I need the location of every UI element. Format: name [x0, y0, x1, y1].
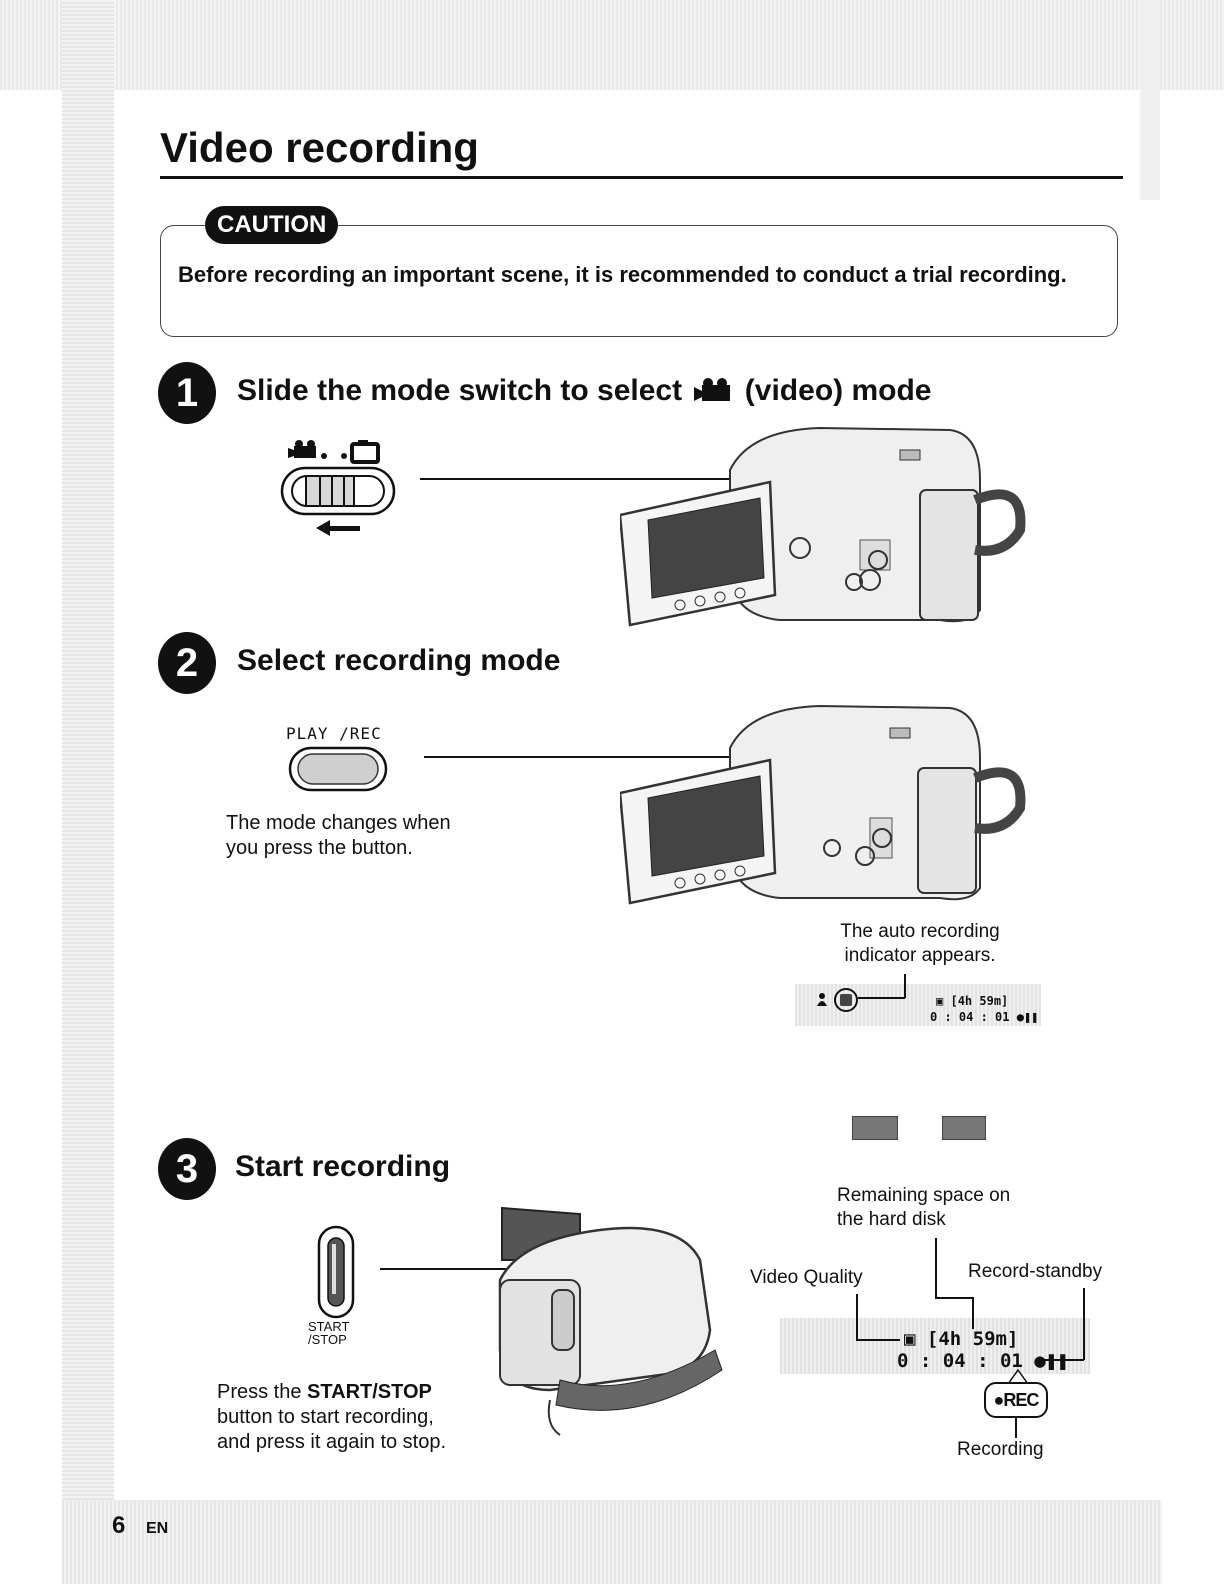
record-standby-large-icon: ●❚❚ — [1034, 1350, 1069, 1372]
start-stop-instruction: Press the START/STOP button to start rec… — [217, 1380, 446, 1455]
leader-line-3 — [380, 1268, 566, 1270]
auto-recording-indicator — [817, 988, 858, 1012]
mode-change-note-line-1: The mode changes when — [226, 812, 451, 834]
step-2-number: 2 — [158, 632, 216, 694]
remaining-space-label-line-1: Remaining space on — [837, 1185, 1011, 1206]
standby-leader-h — [1044, 1359, 1084, 1361]
scan-margin-bottom — [62, 1500, 1162, 1584]
small-screen-time: 0 : 04 : 01 ●❚❚ — [930, 1010, 1038, 1024]
instruction-bold: START/STOP — [307, 1381, 432, 1403]
play-rec-button[interactable] — [288, 746, 388, 792]
lcd-screen-large — [780, 1318, 1090, 1374]
camcorder-illustration-1 — [620, 426, 1026, 627]
play-rec-label: PLAY /REC — [286, 724, 382, 743]
quality-icon: ▣ — [936, 994, 944, 1008]
caution-text: Before recording an important scene, it … — [178, 262, 1067, 287]
rec-pointer-icon — [1007, 1368, 1029, 1384]
instruction-line-1: Press the START/STOP — [217, 1380, 446, 1405]
auto-indicator-caption-line-2: indicator appears. — [844, 945, 996, 966]
leader-line-2 — [424, 756, 884, 758]
photo-mode-icon — [341, 440, 380, 464]
quality-leader-h — [856, 1339, 900, 1341]
step-1-title-start: Slide the mode switch to select — [237, 374, 683, 407]
step-2-title: Select recording mode — [237, 644, 561, 677]
scan-margin-right — [1140, 0, 1160, 200]
language-code: EN — [146, 1520, 169, 1537]
auto-manual-badge-icon — [942, 1116, 986, 1140]
page-number: 6 — [112, 1512, 126, 1539]
step-1-title: Slide the mode switch to select (video) … — [237, 374, 931, 408]
remaining-space-label: Remaining space on the hard disk — [837, 1184, 1010, 1232]
large-screen-time-text: 0 : 04 : 01 — [897, 1350, 1023, 1372]
camcorder-illustration-3 — [498, 1206, 723, 1436]
video-mode-icon — [288, 440, 327, 459]
rec-badge: ●REC — [984, 1382, 1048, 1418]
large-screen-remaining-text: [4h 59m] — [926, 1328, 1019, 1350]
instruction-line-2: button to start recording, — [217, 1406, 434, 1428]
caution-box — [160, 225, 1118, 337]
indicator-leader-v — [904, 974, 906, 998]
scan-margin-left — [62, 0, 114, 1584]
start-stop-label: START /STOP — [308, 1320, 349, 1346]
step-1-number: 1 — [158, 362, 216, 424]
camcorder-illustration-2 — [620, 704, 1026, 905]
start-stop-label-line-1: START — [308, 1319, 350, 1334]
large-screen-remaining: ▣ [4h 59m] — [904, 1328, 1018, 1350]
small-screen-remaining-text: [4h 59m] — [950, 994, 1009, 1008]
auto-indicator-caption: The auto recording indicator appears. — [800, 920, 1040, 968]
small-screen-remaining: ▣ [4h 59m] — [936, 994, 1008, 1008]
step-3-title: Start recording — [235, 1150, 451, 1183]
start-stop-label-line-2: /STOP — [308, 1332, 347, 1347]
leader-line-1 — [420, 478, 835, 480]
record-standby-icon: ●❚❚ — [1016, 1010, 1039, 1024]
rec-mode-badge-icon — [852, 1116, 898, 1140]
standby-leader-v — [1083, 1288, 1085, 1360]
mode-switch-illustration — [280, 440, 396, 536]
remaining-leader-h — [935, 1297, 973, 1299]
recording-label: Recording — [957, 1439, 1044, 1460]
step-3-number: 3 — [158, 1138, 216, 1200]
mode-change-note: The mode changes when you press the butt… — [226, 811, 451, 861]
recording-leader — [1015, 1418, 1017, 1438]
scan-margin-top — [0, 0, 1224, 90]
remaining-leader-drop — [972, 1297, 974, 1329]
remaining-leader-v — [935, 1238, 937, 1298]
video-quality-label: Video Quality — [750, 1267, 863, 1288]
title-underline — [160, 176, 1123, 179]
remaining-space-label-line-2: the hard disk — [837, 1209, 946, 1230]
large-screen-time: 0 : 04 : 01 ●❚❚ — [897, 1350, 1069, 1372]
quality-leader-v — [856, 1294, 858, 1340]
step-1-title-end: (video) mode — [744, 374, 932, 407]
arrow-left-icon — [316, 520, 360, 536]
mode-change-note-line-2: you press the button. — [226, 837, 413, 859]
instruction-line-3: and press it again to stop. — [217, 1431, 447, 1453]
record-standby-label: Record-standby — [968, 1261, 1103, 1282]
page-title: Video recording — [160, 124, 479, 171]
instruction-prefix: Press the — [217, 1381, 308, 1403]
auto-indicator-caption-line-1: The auto recording — [840, 921, 1000, 942]
video-quality-icon: ▣ — [904, 1328, 916, 1350]
small-screen-time-text: 0 : 04 : 01 — [930, 1010, 1010, 1024]
start-stop-button[interactable] — [316, 1224, 356, 1320]
caution-label: CAUTION — [205, 206, 339, 244]
indicator-leader-h — [858, 997, 905, 999]
video-camera-icon — [694, 378, 731, 401]
